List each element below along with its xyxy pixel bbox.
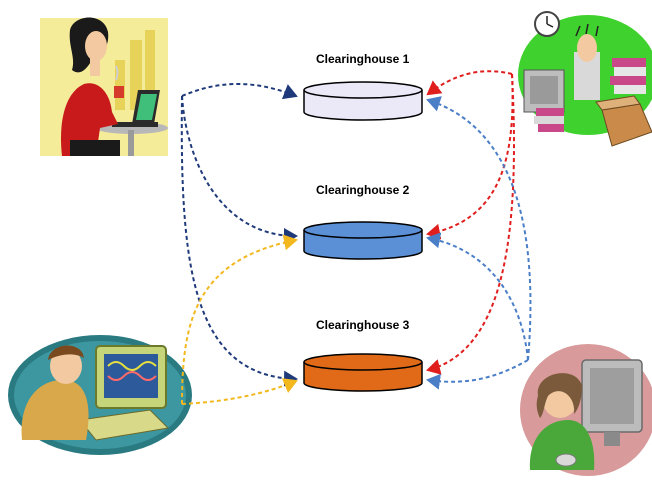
arrow-blue-to-clearinghouse-3 [426,359,529,390]
arrow-red-to-clearinghouse-1 [426,70,513,96]
navy-connections [180,82,298,387]
arrow-yellow-to-clearinghouse-2 [181,234,298,405]
arrow-blue-to-clearinghouse-2 [426,232,529,361]
arrow-navy-to-clearinghouse-3 [180,95,298,387]
scientist-at-computer-icon [8,335,192,455]
blue-connections [426,96,532,390]
clearinghouse-1-cylinder [303,81,423,121]
arrow-red-to-clearinghouse-2 [426,73,514,240]
arrow-navy-to-clearinghouse-2 [181,95,298,244]
clearinghouse-3-label: Clearinghouse 3 [316,318,410,332]
busy-office-worker-icon [518,11,652,147]
woman-at-computer-icon [520,344,652,476]
yellow-connections [181,234,298,405]
arrow-yellow-to-clearinghouse-3 [181,378,298,405]
clearinghouse-3-cylinder [303,353,423,392]
arrow-navy-to-clearinghouse-1 [181,82,298,100]
clearinghouse-2-cylinder [303,221,423,260]
clearinghouse-1-label: Clearinghouse 1 [316,52,410,66]
red-connections [426,70,515,375]
arrow-red-to-clearinghouse-3 [426,73,515,375]
woman-with-laptop-icon [40,17,168,156]
clearinghouse-2-label: Clearinghouse 2 [316,183,410,197]
